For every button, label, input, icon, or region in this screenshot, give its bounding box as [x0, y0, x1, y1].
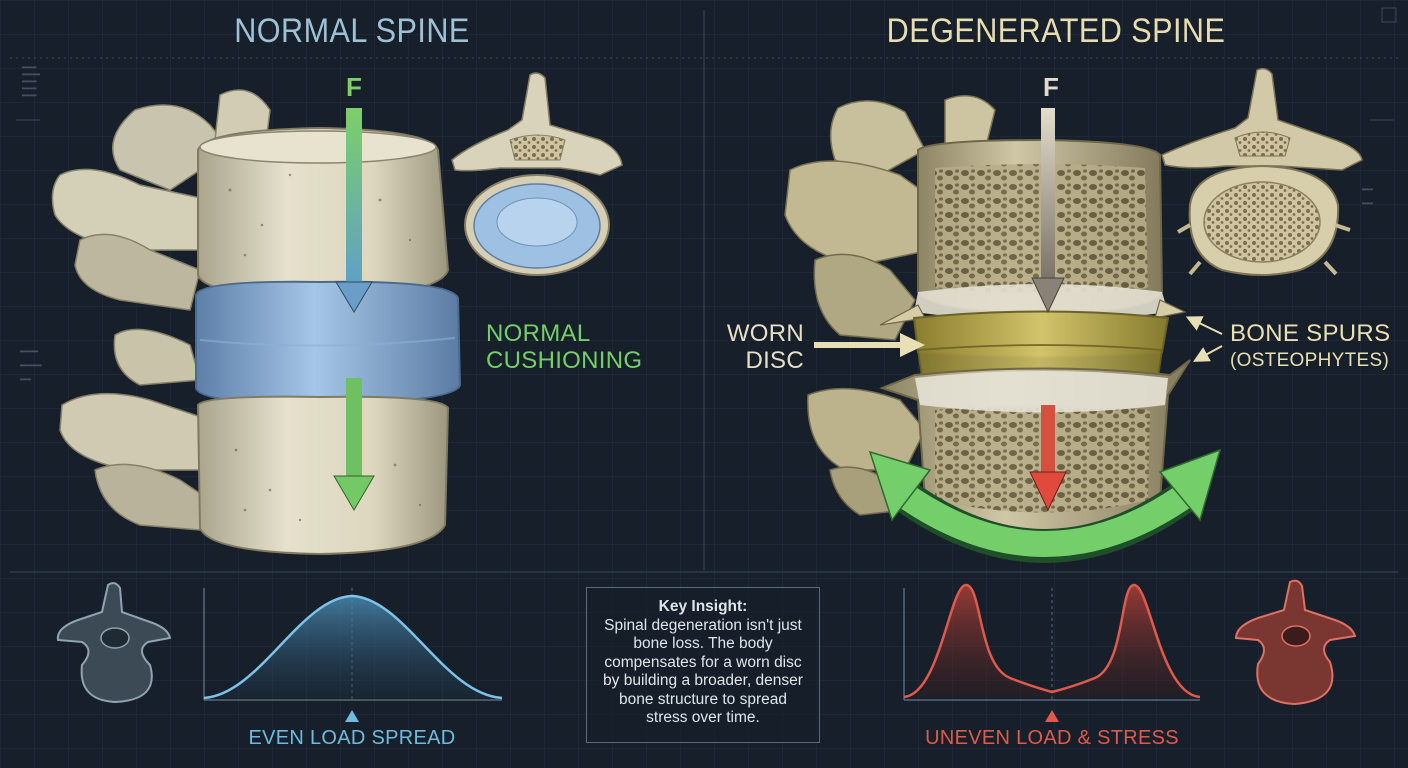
worn-disc-pointer [814, 333, 925, 357]
decorative-readout-right: ▬▬▬▬▬▬ [1362, 186, 1373, 207]
uneven-load-curve [903, 583, 1201, 722]
degenerated-spine-illustration [784, 95, 1222, 563]
force-arrow-top-right [1041, 108, 1055, 280]
osteophytes-label: (OSTEOPHYTES) [1230, 350, 1390, 371]
key-insight-box: Key Insight: Spinal degeneration isn't j… [586, 587, 820, 743]
decorative-readout: ▬▬▬▬▬▬▬▬▬▬▬▬▬▬▬▬▬▬▬▬▬ [22, 64, 41, 99]
worn-disc-label: WORN DISC [726, 320, 804, 374]
force-arrow-bottom [346, 378, 362, 478]
spread-arc [892, 481, 1198, 557]
healthy-vertebra-top-view [451, 72, 623, 276]
frame-lines [10, 7, 1398, 573]
key-insight-title: Key Insight: [658, 598, 748, 615]
key-insight-body: Spinal degeneration isn't just bone loss… [603, 616, 803, 727]
degenerated-spine-title: DEGENERATED SPINE [886, 12, 1226, 50]
healthy-vertebra-outline-icon [56, 582, 172, 704]
force-label-left: F [346, 72, 362, 102]
force-label-right: F [1043, 72, 1059, 102]
bone-spur-pointers [1185, 316, 1223, 362]
normal-cushioning-label: NORMAL CUSHIONING [486, 320, 643, 374]
stress-arrow [1041, 405, 1055, 475]
even-load-curve [203, 588, 503, 722]
even-load-caption: EVEN LOAD SPREAD [248, 727, 456, 749]
degenerated-vertebra-outline-icon [1234, 579, 1357, 706]
degenerated-vertebra-top-view [1161, 67, 1363, 276]
bone-spurs-label: BONE SPURS [1230, 320, 1391, 347]
force-arrow-top [346, 108, 362, 288]
uneven-load-caption: UNEVEN LOAD & STRESS [925, 727, 1179, 749]
decorative-readout-left-mid: ▬▬▬▬▬▬▬▬▬▬▬▬▬▬ [20, 348, 42, 383]
normal-spine-title: NORMAL SPINE [234, 12, 470, 50]
normal-spine-illustration [51, 89, 462, 556]
